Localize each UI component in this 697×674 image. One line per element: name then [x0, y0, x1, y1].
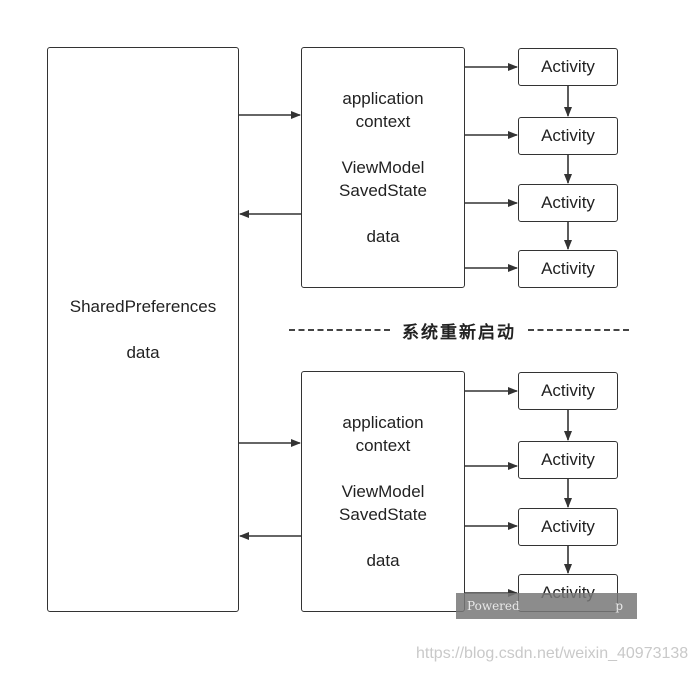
activity-box-top-1: Activity [518, 48, 618, 86]
powered-by-tail: p [615, 599, 623, 613]
activity-box-top-2: Activity [518, 117, 618, 155]
app-context-line: SavedState [339, 505, 427, 524]
app-context-line: context [355, 112, 411, 131]
powered-by-overlay: Powered p [456, 593, 637, 619]
activity-box-bottom-1: Activity [518, 372, 618, 410]
activity-box-bottom-2: Activity [518, 441, 618, 479]
separator-dash-left [289, 329, 390, 331]
app-context-line: ViewModel [341, 482, 425, 501]
shared-preferences-data: data [126, 343, 160, 362]
app-context-line: application [342, 413, 424, 432]
separator-dash-right [528, 329, 629, 331]
shared-preferences-box: SharedPreferences data [47, 47, 239, 612]
activity-box-top-3: Activity [518, 184, 618, 222]
app-context-box-bottom: application context ViewModel SavedState… [301, 371, 465, 612]
shared-preferences-title: SharedPreferences [69, 297, 217, 316]
activity-box-top-4: Activity [518, 250, 618, 288]
activity-box-bottom-3: Activity [518, 508, 618, 546]
system-restart-label: 系统重新启动 [402, 322, 516, 342]
system-restart-separator: 系统重新启动 [289, 317, 629, 343]
app-context-line: data [366, 551, 400, 570]
app-context-box-top: application context ViewModel SavedState… [301, 47, 465, 288]
powered-by-text: Powered [467, 599, 520, 613]
app-context-line: ViewModel [341, 158, 425, 177]
app-context-line: data [366, 227, 400, 246]
app-context-line: application [342, 89, 424, 108]
app-context-line: context [355, 436, 411, 455]
app-context-line: SavedState [339, 181, 427, 200]
source-watermark: https://blog.csdn.net/weixin_40973138 [416, 645, 689, 662]
